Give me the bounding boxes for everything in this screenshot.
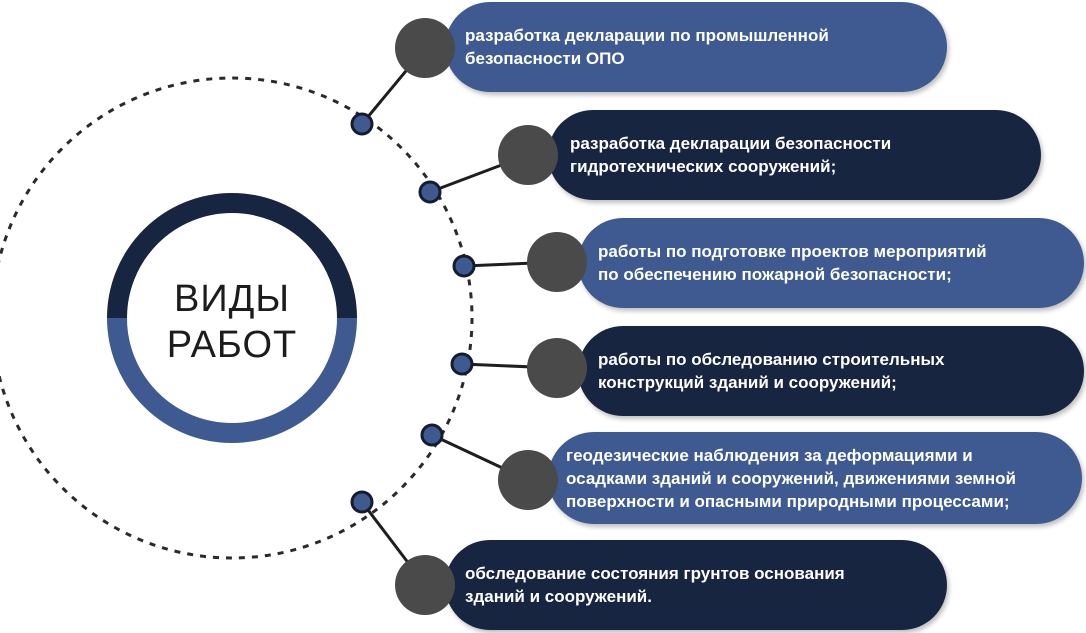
connector-line-3 (463, 260, 558, 268)
connector-line-2 (429, 153, 529, 194)
orbit-dot-6 (350, 490, 374, 514)
orbit-dot-1 (350, 112, 374, 136)
orbit-dot-5 (420, 423, 444, 447)
connector-line-4 (461, 362, 558, 370)
item-text-4: работы по обследованию строительных конс… (598, 350, 945, 392)
center-ring-top (107, 193, 357, 319)
center-ring-bottom (107, 317, 357, 443)
item-text-5: геодезические наблюдения за деформациями… (566, 445, 1016, 511)
orbit-dot-2 (418, 180, 442, 204)
dashed-orbit-circle (0, 76, 474, 560)
item-text-6: обследование состояния грунтов основания… (465, 564, 845, 606)
item-pill-2: разработка декларации безопасности гидро… (548, 110, 1041, 200)
connector-line-5 (431, 433, 529, 482)
orbit-dot-4 (450, 352, 474, 376)
item-pill-5: геодезические наблюдения за деформациями… (548, 432, 1082, 524)
item-text-2: разработка декларации безопасности гидро… (570, 134, 892, 176)
orbit-dot-3 (452, 254, 476, 278)
item-text-1: разработка декларации по промышленной бе… (465, 26, 829, 68)
item-pill-4: работы по обследованию строительных конс… (578, 326, 1084, 416)
item-pill-1: разработка декларации по промышленной бе… (445, 2, 947, 92)
center-title: ВИДЫ РАБОТ (166, 278, 298, 366)
item-pill-3: работы по подготовке проектов мероприяти… (578, 218, 1084, 308)
item-text-3: работы по подготовке проектов мероприяти… (598, 242, 987, 284)
connector-line-1 (360, 47, 427, 125)
connector-line-6 (360, 501, 427, 586)
item-pill-6: обследование состояния грунтов основания… (445, 540, 947, 630)
